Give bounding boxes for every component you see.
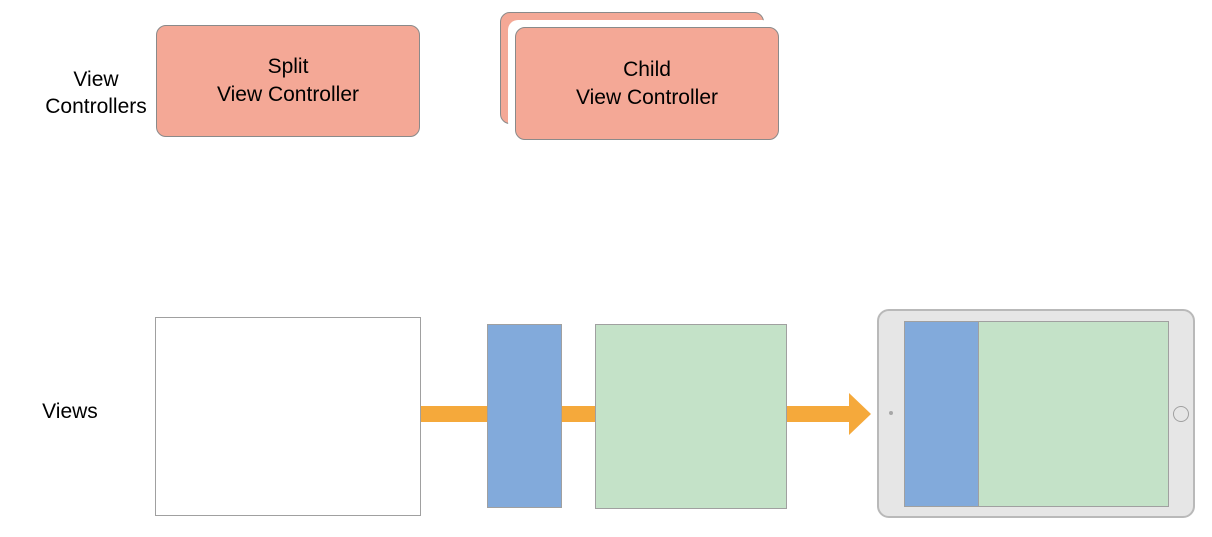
views-row-label: Views bbox=[42, 400, 98, 423]
primary-child-view bbox=[487, 324, 562, 508]
secondary-child-view bbox=[595, 324, 787, 509]
child-view-controller-label: Child View Controller bbox=[575, 57, 718, 109]
ipad-screen bbox=[904, 321, 1169, 507]
ipad-home-button bbox=[1173, 406, 1189, 422]
arrow-head bbox=[849, 393, 871, 435]
view-controllers-row-label: View Controllers bbox=[45, 68, 147, 118]
arrow-shaft-right bbox=[786, 406, 852, 422]
child-view-controller-box: Child View Controller bbox=[515, 27, 779, 140]
ipad-camera-dot bbox=[889, 411, 893, 415]
split-view-container-view bbox=[155, 317, 421, 516]
ipad-primary-column bbox=[905, 322, 979, 506]
split-view-controller-box: Split View Controller bbox=[156, 25, 420, 137]
split-view-controller-label: Split View Controller bbox=[216, 55, 359, 106]
